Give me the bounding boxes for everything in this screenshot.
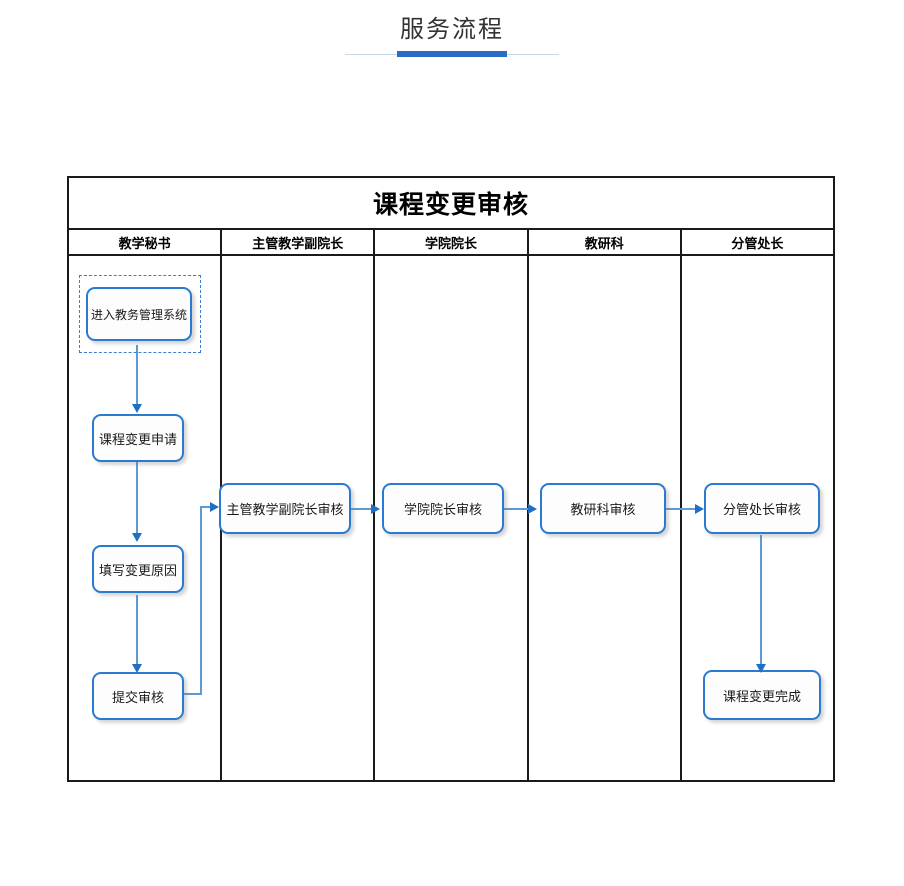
lane-header-teaching-secretary: 教学秘书 (69, 230, 223, 254)
connector-n6-n7 (503, 508, 531, 510)
arrowhead-n5-n6 (371, 504, 380, 514)
node-course-change-request[interactable]: 课程变更申请 (92, 414, 184, 462)
lane-header-label: 分管处长 (731, 236, 784, 252)
node-research-office-review[interactable]: 教研科审核 (540, 483, 666, 534)
lane-header-research-office: 教研科 (529, 230, 682, 254)
node-submit-for-review[interactable]: 提交审核 (92, 672, 184, 720)
lane-column-research-office (529, 256, 682, 780)
page-title: 服务流程 (400, 15, 504, 43)
connector-n7-n8 (665, 508, 698, 510)
connector-n4-n5-seg3 (200, 506, 213, 508)
diagram-title: 课程变更审核 (372, 190, 529, 219)
arrowhead-n1-n2 (132, 404, 142, 413)
connector-n4-n5-seg1 (182, 693, 202, 695)
selection-outline-n1 (79, 275, 201, 353)
connector-n8-n9 (760, 535, 762, 668)
arrowhead-n2-n3 (132, 533, 142, 542)
lane-header-row: 教学秘书 主管教学副院长 学院院长 教研科 分管处长 (69, 230, 833, 256)
node-label: 课程变更申请 (98, 432, 177, 448)
connector-n5-n6 (351, 508, 373, 510)
node-label: 提交审核 (111, 690, 164, 706)
arrowhead-n6-n7 (528, 504, 537, 514)
connector-n2-n3 (136, 460, 138, 536)
lane-header-label: 教学秘书 (118, 236, 171, 252)
node-label: 教研科审核 (570, 503, 636, 518)
connector-n3-n4 (136, 595, 138, 667)
node-label: 学院院长审核 (403, 503, 482, 518)
node-label: 分管处长审核 (722, 503, 801, 518)
lane-header-division-head: 分管处长 (682, 230, 833, 254)
lane-column-vice-dean (222, 256, 376, 780)
node-enter-academic-system[interactable]: 进入教务管理系统 (86, 287, 192, 341)
lane-header-label: 教研科 (584, 236, 624, 252)
node-label: 课程变更完成 (722, 689, 801, 705)
arrowhead-n8-n9 (756, 664, 766, 673)
connector-n1-n2 (136, 345, 138, 407)
node-label: 主管教学副院长审核 (226, 503, 344, 518)
node-vice-dean-review[interactable]: 主管教学副院长审核 (219, 483, 351, 534)
connector-n4-n5-seg2 (200, 506, 202, 695)
node-fill-change-reason[interactable]: 填写变更原因 (92, 545, 184, 593)
arrowhead-n3-n4 (132, 664, 142, 673)
node-label: 进入教务管理系统 (90, 307, 187, 322)
page-header: 服务流程 (0, 14, 904, 44)
node-division-head-review[interactable]: 分管处长审核 (704, 483, 820, 534)
node-course-change-complete[interactable]: 课程变更完成 (703, 670, 821, 720)
lane-header-dean: 学院院长 (375, 230, 529, 254)
lane-header-vice-dean: 主管教学副院长 (222, 230, 376, 254)
node-label: 填写变更原因 (98, 563, 177, 579)
lane-header-label: 学院院长 (425, 236, 478, 252)
title-rule-accent (397, 51, 507, 57)
lane-header-label: 主管教学副院长 (252, 236, 344, 252)
arrowhead-n4-n5 (210, 502, 219, 512)
node-dean-review[interactable]: 学院院长审核 (382, 483, 504, 534)
lane-column-dean (375, 256, 529, 780)
arrowhead-n7-n8 (695, 504, 704, 514)
diagram-title-row: 课程变更审核 (69, 178, 833, 230)
